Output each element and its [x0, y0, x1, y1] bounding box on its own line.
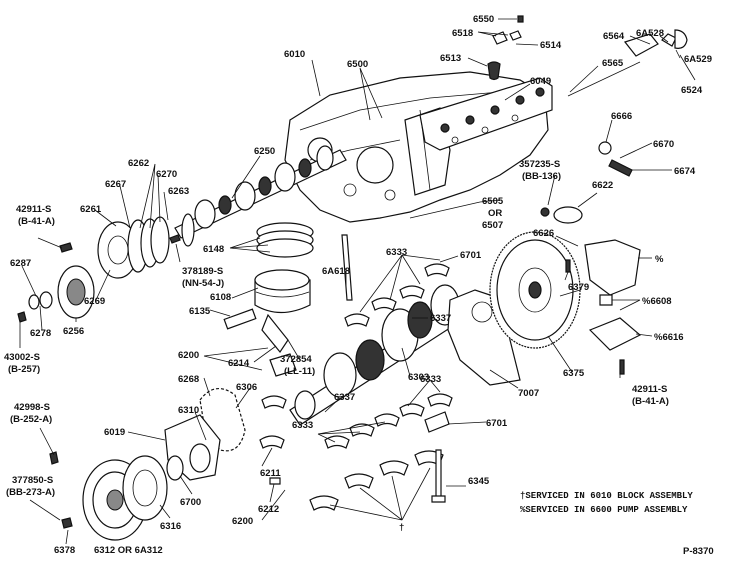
label-6616: %6616 [654, 332, 684, 343]
damper-pulley-drawing [49, 451, 168, 541]
label-6211: 6211 [260, 468, 281, 479]
label-378189s-sub: (NN-54-J) [182, 278, 224, 289]
crankshaft-drawing [289, 284, 471, 426]
label-6a529: 6A529 [684, 54, 712, 65]
label-43002s-sub: (B-257) [8, 364, 40, 375]
label-6250: 6250 [254, 146, 275, 157]
label-377850s-sub: (BB-273-A) [6, 487, 55, 498]
label-pct: % [655, 254, 664, 265]
label-372854: 372854 [280, 354, 312, 365]
label-6049: 6049 [530, 76, 551, 87]
label-6267: 6267 [105, 179, 126, 190]
label-6200-bottom: 6200 [232, 516, 253, 527]
label-6608: %6608 [642, 296, 672, 307]
camshaft-drawing [174, 145, 347, 239]
label-6261: 6261 [80, 204, 102, 215]
label-6550: 6550 [473, 14, 494, 25]
piston-drawing [223, 222, 314, 377]
label-42911s-top-sub: (B-41-A) [18, 216, 55, 227]
label-6306: 6306 [236, 382, 257, 393]
label-6507: 6507 [482, 220, 503, 231]
label-6345: 6345 [468, 476, 490, 487]
label-6269: 6269 [84, 296, 105, 307]
label-42911s-right: 42911-S [632, 384, 667, 395]
label-6505: 6505 [482, 196, 504, 207]
label-6505-or: OR [488, 208, 502, 219]
valve-train-top-drawing [487, 15, 688, 97]
label-42911s-right-sub: (B-41-A) [632, 396, 669, 407]
label-6666: 6666 [611, 111, 632, 122]
part-labels: 6550 6518 6514 6513 6564 6A528 6A529 652… [4, 14, 712, 556]
label-6513: 6513 [440, 53, 461, 64]
label-6108: 6108 [210, 292, 231, 303]
label-6262: 6262 [128, 158, 149, 169]
label-6a618: 6A618 [322, 266, 350, 277]
pushrod-drawing [341, 234, 353, 301]
label-6263: 6263 [168, 186, 189, 197]
footnote-pump-assembly: %SERVICED IN 6600 PUMP ASSEMBLY [520, 505, 688, 515]
label-6518: 6518 [452, 28, 473, 39]
label-43002s: 43002-S [4, 352, 40, 363]
leader-lines [19, 18, 696, 545]
label-6312: 6312 OR 6A312 [94, 545, 163, 556]
label-6375: 6375 [563, 368, 585, 379]
label-377850s: 377850-S [12, 475, 53, 486]
label-7007: 7007 [518, 388, 539, 399]
label-6256: 6256 [63, 326, 84, 337]
figure-id: P-8370 [683, 546, 714, 557]
label-6670: 6670 [653, 139, 674, 150]
label-6214: 6214 [228, 358, 250, 369]
label-6333-mid: 6333 [420, 374, 441, 385]
main-cap-bolts-drawing [269, 449, 446, 503]
label-6622: 6622 [592, 180, 613, 191]
label-6514: 6514 [540, 40, 562, 51]
label-6287: 6287 [10, 258, 31, 269]
label-dagger: † [399, 522, 404, 533]
label-6379: 6379 [568, 282, 589, 293]
label-6268: 6268 [178, 374, 199, 385]
label-6019: 6019 [104, 427, 125, 438]
label-6a528: 6A528 [636, 28, 664, 39]
label-42911s-top: 42911-S [16, 204, 51, 215]
label-6700: 6700 [180, 497, 201, 508]
footnotes: †SERVICED IN 6010 BLOCK ASSEMBLY %SERVIC… [520, 491, 693, 515]
flywheel-drawing [489, 231, 581, 349]
footnote-block-assembly: †SERVICED IN 6010 BLOCK ASSEMBLY [520, 491, 693, 501]
label-42998s-sub: (B-252-A) [10, 414, 52, 425]
label-42998s: 42998-S [14, 402, 50, 413]
cam-thrust-parts-drawing [97, 213, 195, 279]
label-6212: 6212 [258, 504, 279, 515]
label-6333-low: 6333 [292, 420, 313, 431]
front-cover-drawing [164, 414, 221, 481]
cylinder-head-drawing [419, 77, 553, 151]
label-6333-top: 6333 [386, 247, 407, 258]
label-378189s: 378189-S [182, 266, 223, 277]
label-6337-top: 6337 [430, 313, 451, 324]
label-6200-top: 6200 [178, 350, 199, 361]
label-372854-sub: (LL-11) [284, 366, 315, 377]
label-6278: 6278 [30, 328, 51, 339]
label-6524: 6524 [681, 85, 703, 96]
label-6565: 6565 [602, 58, 624, 69]
label-6378: 6378 [54, 545, 75, 556]
label-6010: 6010 [284, 49, 305, 60]
label-357235s-sub: (BB-136) [522, 171, 561, 182]
label-6337-mid: 6337 [334, 392, 355, 403]
label-6626: 6626 [533, 228, 554, 239]
oil-pump-drawing [540, 141, 642, 375]
label-6500: 6500 [347, 59, 368, 70]
label-6674: 6674 [674, 166, 696, 177]
label-357235s: 357235-S [519, 159, 560, 170]
label-6564: 6564 [603, 31, 625, 42]
label-6310: 6310 [178, 405, 199, 416]
label-6303: 6303 [408, 372, 429, 383]
label-6701-low: 6701 [486, 418, 508, 429]
label-6135: 6135 [189, 306, 211, 317]
label-6148: 6148 [203, 244, 224, 255]
cam-sprocket-drawing [17, 242, 95, 323]
label-6701-top: 6701 [460, 250, 482, 261]
label-6316: 6316 [160, 521, 181, 532]
label-6270: 6270 [156, 169, 177, 180]
